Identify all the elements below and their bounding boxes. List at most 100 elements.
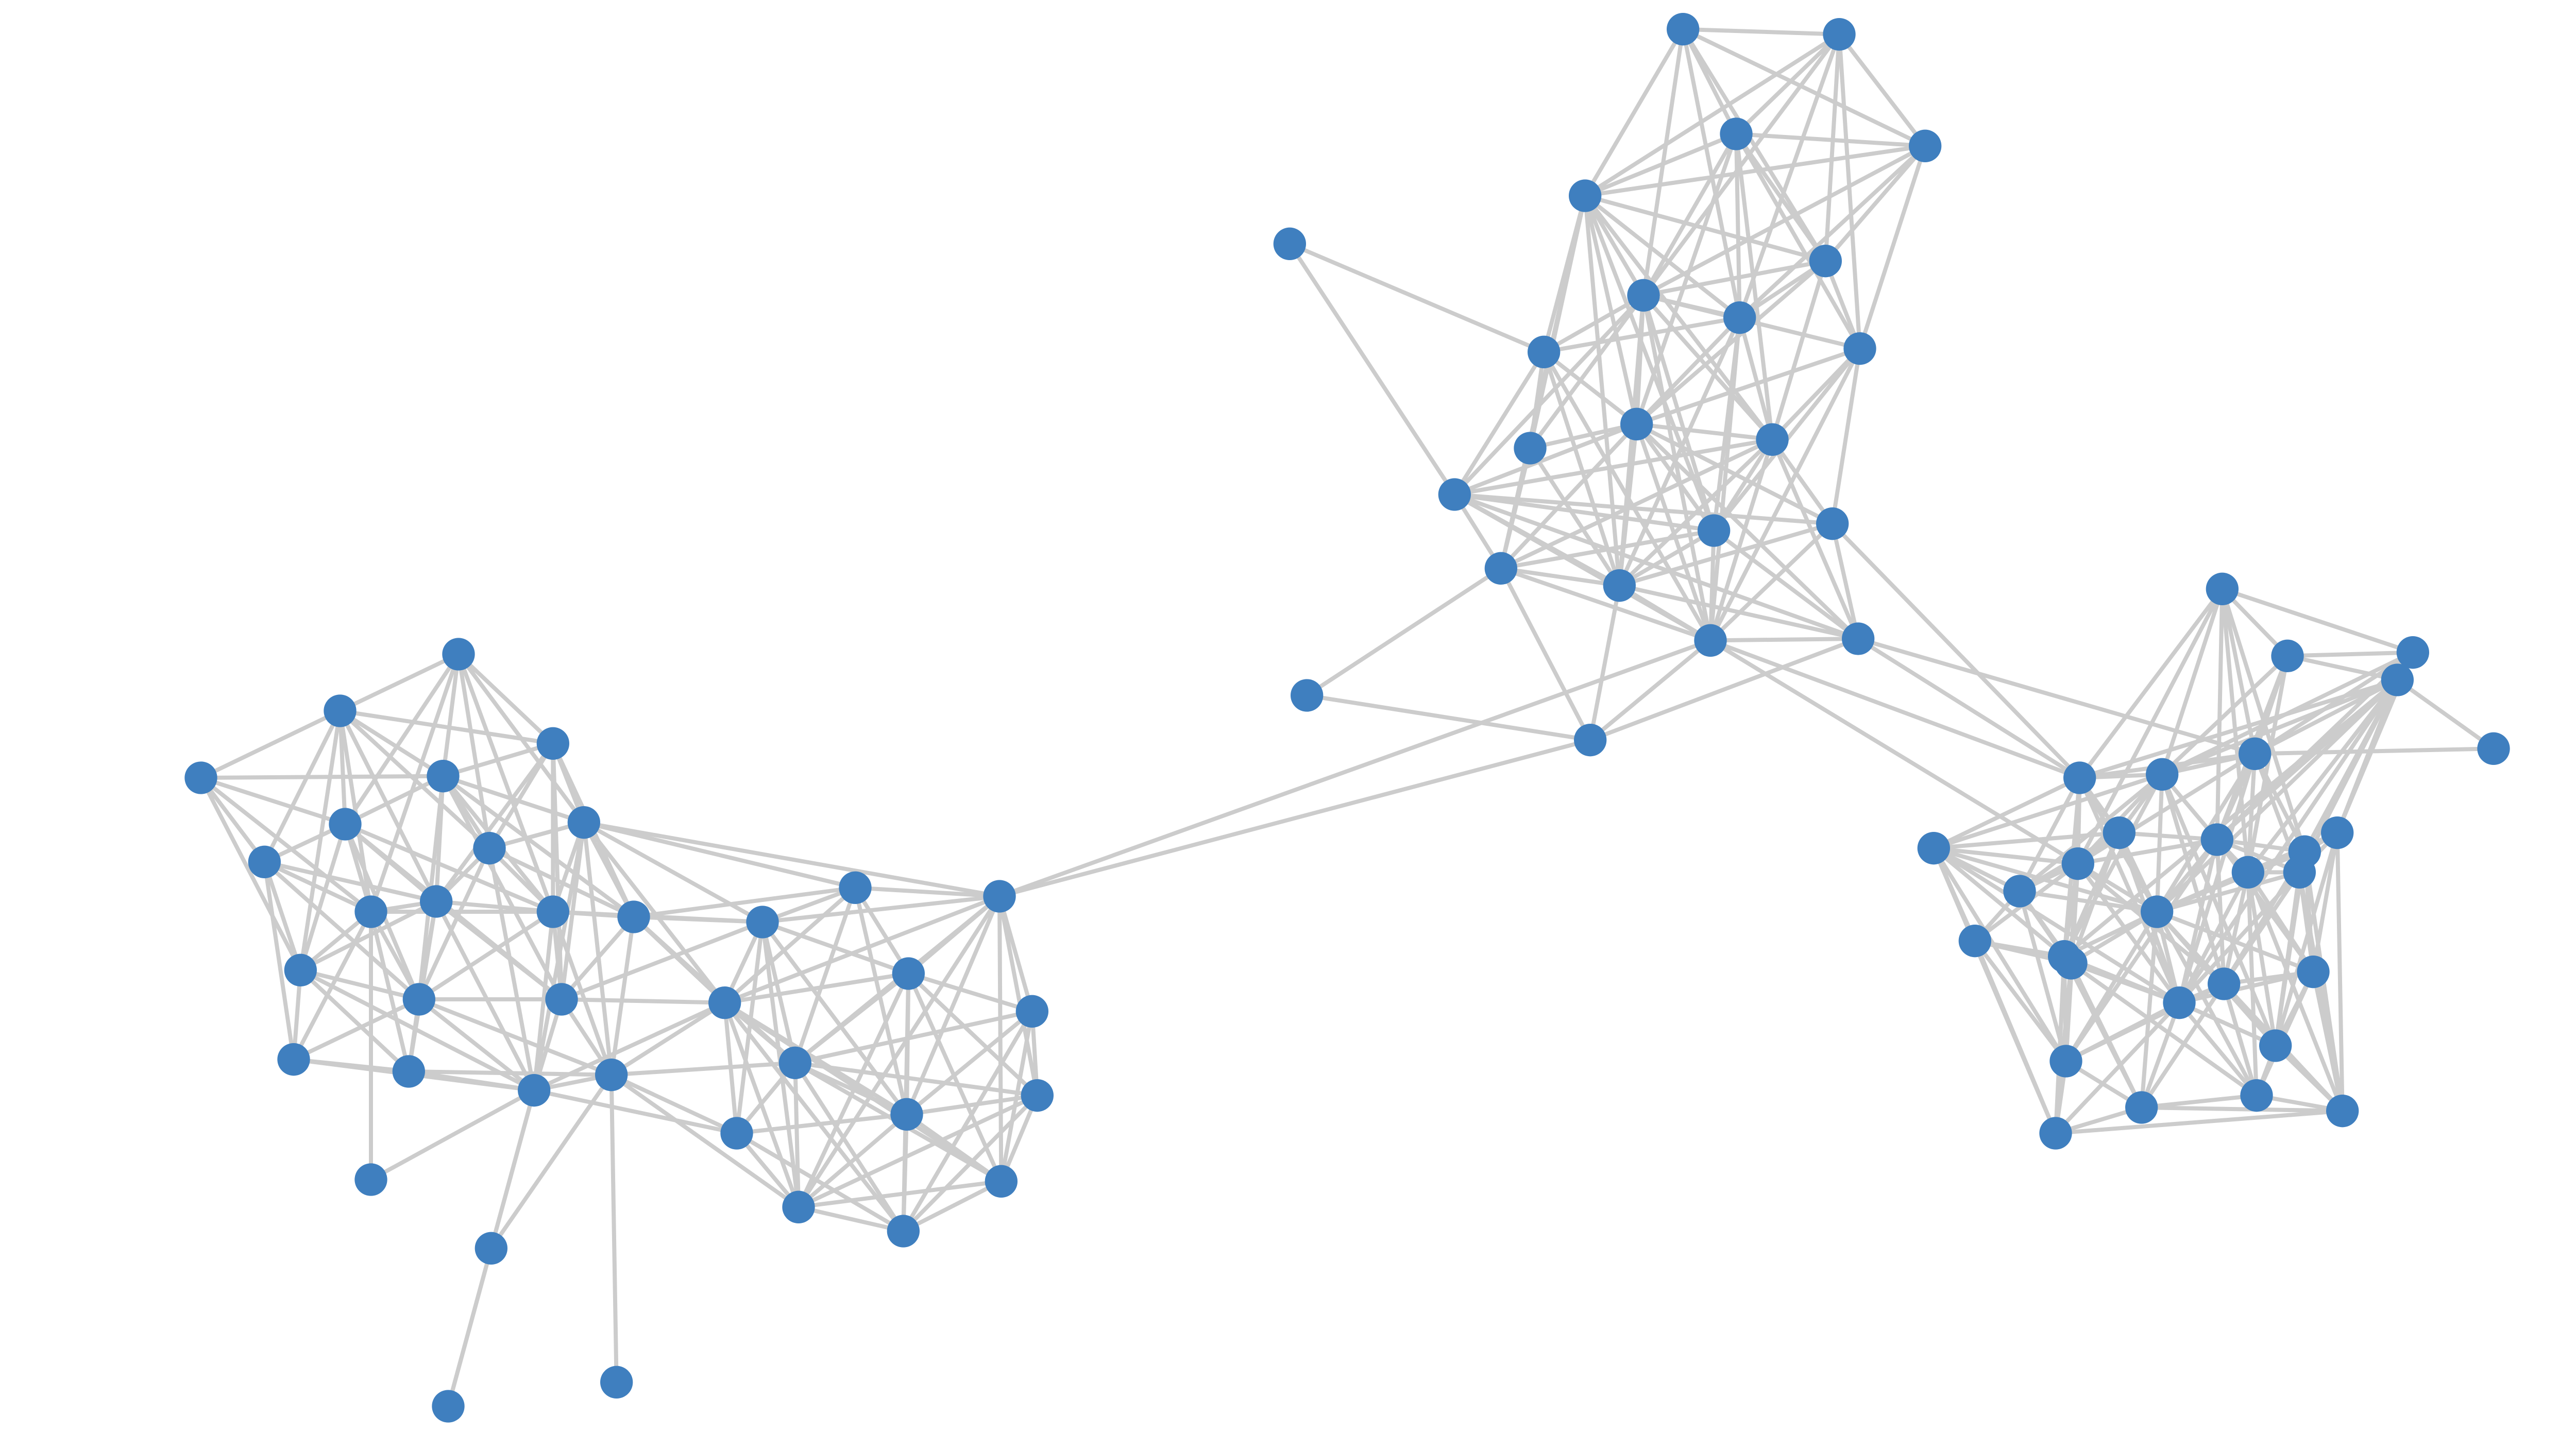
graph-node-25[interactable]	[839, 871, 872, 904]
edge-78-82	[2156, 910, 2314, 974]
graph-node-36[interactable]	[782, 1190, 815, 1223]
edge-26-32	[997, 896, 1040, 1096]
graph-node-41[interactable]	[1909, 129, 1942, 162]
graph-node-49[interactable]	[1620, 407, 1653, 440]
graph-node-60[interactable]	[1574, 724, 1607, 757]
graph-node-24[interactable]	[600, 1366, 633, 1399]
graph-node-55[interactable]	[1484, 552, 1517, 585]
graph-node-7[interactable]	[567, 806, 600, 839]
graph-node-27[interactable]	[746, 906, 779, 939]
graph-node-11[interactable]	[354, 895, 387, 928]
graph-node-30[interactable]	[1015, 995, 1048, 1028]
graph-node-18[interactable]	[392, 1055, 425, 1088]
graph-node-75[interactable]	[2231, 856, 2264, 889]
graph-node-39[interactable]	[1823, 18, 1856, 51]
graph-node-81[interactable]	[2055, 947, 2088, 980]
graph-node-64[interactable]	[2381, 663, 2414, 696]
edge-41-45	[1642, 144, 1926, 297]
graph-node-14[interactable]	[284, 953, 317, 986]
graph-node-42[interactable]	[1569, 179, 1602, 212]
graph-node-50[interactable]	[1756, 423, 1789, 456]
graph-node-86[interactable]	[2049, 1045, 2082, 1078]
graph-node-58[interactable]	[1842, 622, 1875, 655]
graph-node-22[interactable]	[474, 1232, 507, 1265]
graph-node-34[interactable]	[720, 1117, 753, 1150]
graph-node-46[interactable]	[1723, 301, 1756, 334]
graph-node-16[interactable]	[545, 983, 578, 1016]
graph-node-69[interactable]	[2103, 816, 2136, 849]
graph-node-79[interactable]	[1958, 925, 1991, 958]
graph-node-88[interactable]	[2125, 1091, 2158, 1124]
graph-node-10[interactable]	[420, 885, 453, 918]
graph-node-23[interactable]	[432, 1390, 465, 1423]
graph-node-1[interactable]	[442, 638, 475, 671]
graph-node-19[interactable]	[518, 1074, 551, 1107]
graph-node-89[interactable]	[2326, 1095, 2359, 1128]
graph-node-47[interactable]	[1843, 332, 1876, 365]
graph-node-77[interactable]	[2003, 875, 2036, 908]
graph-node-3[interactable]	[184, 761, 217, 794]
edge-41-47	[1858, 145, 1927, 349]
graph-node-29[interactable]	[708, 986, 741, 1019]
graph-node-4[interactable]	[536, 727, 569, 760]
edge-26-57	[998, 638, 1711, 898]
graph-node-61[interactable]	[2206, 572, 2239, 605]
graph-node-85[interactable]	[2259, 1029, 2292, 1062]
graph-node-57[interactable]	[1694, 624, 1727, 657]
graph-node-52[interactable]	[1438, 478, 1471, 511]
graph-node-74[interactable]	[2061, 847, 2094, 880]
graph-node-78[interactable]	[2141, 895, 2174, 928]
graph-node-62[interactable]	[2271, 639, 2304, 672]
graph-node-48[interactable]	[1528, 335, 1561, 368]
graph-node-67[interactable]	[2063, 761, 2096, 794]
graph-node-8[interactable]	[473, 832, 506, 865]
graph-node-31[interactable]	[778, 1046, 811, 1079]
edge-58-60	[1589, 637, 1859, 742]
graph-node-54[interactable]	[1816, 507, 1849, 540]
graph-node-13[interactable]	[617, 900, 650, 933]
graph-node-6[interactable]	[329, 808, 362, 841]
graph-node-45[interactable]	[1627, 279, 1660, 312]
graph-node-70[interactable]	[2200, 823, 2233, 856]
graph-node-26[interactable]	[983, 880, 1016, 913]
graph-node-38[interactable]	[1667, 13, 1700, 46]
graph-node-53[interactable]	[1698, 514, 1731, 547]
graph-node-51[interactable]	[1514, 432, 1547, 465]
graph-node-65[interactable]	[2477, 732, 2510, 765]
graph-node-87[interactable]	[2240, 1079, 2273, 1112]
edge-28-32	[907, 972, 1039, 1097]
graph-node-82[interactable]	[2297, 956, 2330, 988]
graph-node-71[interactable]	[2321, 816, 2354, 849]
graph-node-76[interactable]	[2283, 856, 2316, 889]
edge-51-56	[1528, 447, 1621, 587]
graph-node-59[interactable]	[1291, 679, 1324, 712]
graph-node-28[interactable]	[892, 957, 925, 990]
graph-node-90[interactable]	[2039, 1117, 2072, 1150]
graph-node-43[interactable]	[1273, 227, 1306, 260]
graph-node-17[interactable]	[277, 1043, 310, 1076]
graph-node-9[interactable]	[248, 845, 281, 878]
graph-node-84[interactable]	[2163, 986, 2196, 1019]
graph-node-37[interactable]	[887, 1215, 920, 1248]
graph-node-12[interactable]	[536, 895, 569, 928]
graph-node-73[interactable]	[1917, 832, 1950, 865]
graph-node-56[interactable]	[1603, 569, 1636, 602]
edge-15-20	[418, 997, 613, 1077]
graph-node-40[interactable]	[1720, 117, 1753, 150]
graph-node-33[interactable]	[890, 1098, 923, 1131]
graph-node-63[interactable]	[2396, 636, 2429, 669]
graph-node-15[interactable]	[402, 983, 435, 1016]
edge-56-60	[1588, 585, 1622, 741]
graph-node-2[interactable]	[324, 694, 357, 727]
graph-node-83[interactable]	[2208, 967, 2241, 1000]
graph-node-66[interactable]	[2239, 737, 2272, 770]
graph-node-20[interactable]	[595, 1059, 628, 1092]
edge-39-46	[1737, 33, 1841, 318]
graph-node-5[interactable]	[427, 760, 460, 793]
graph-node-21[interactable]	[354, 1163, 387, 1196]
graph-node-32[interactable]	[1021, 1079, 1054, 1112]
graph-node-44[interactable]	[1809, 245, 1842, 278]
graph-node-35[interactable]	[985, 1165, 1018, 1198]
graph-node-68[interactable]	[2146, 758, 2179, 791]
edge-53-56	[1618, 529, 1715, 588]
